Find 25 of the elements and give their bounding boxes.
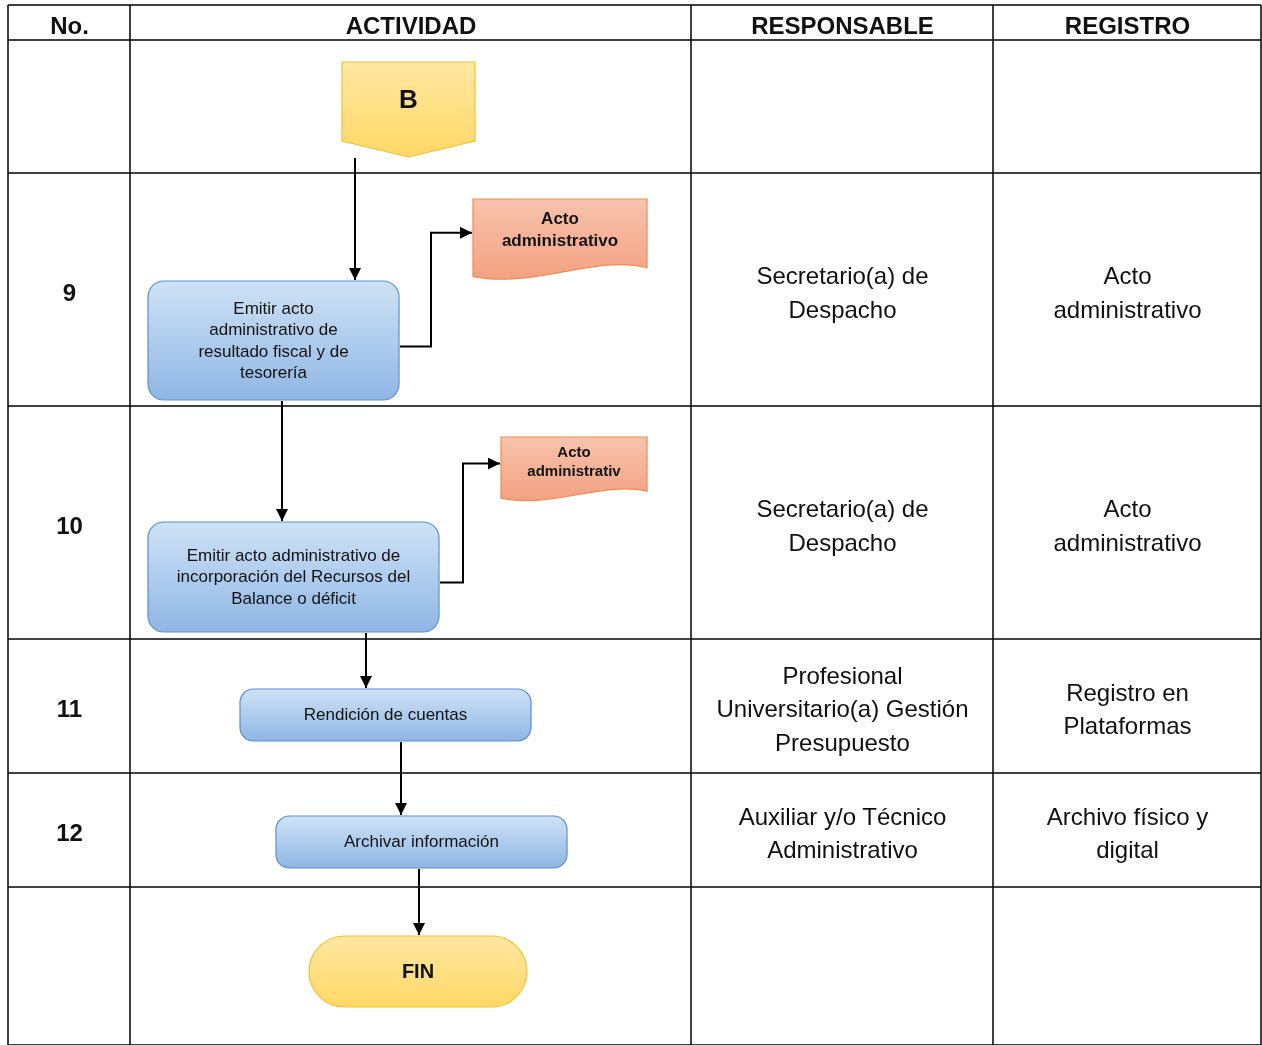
- step-number: 9: [62, 277, 77, 303]
- record-text: Registro en Plataformas: [1062, 677, 1193, 736]
- column-header: REGISTRO: [1064, 10, 1191, 36]
- step-number: 11: [56, 694, 83, 720]
- step-number: 10: [55, 510, 84, 536]
- record-text: Acto administrativo: [1052, 494, 1203, 553]
- process-box: Rendición de cuentas: [239, 688, 532, 742]
- arrow: [360, 632, 372, 689]
- arrow: [439, 457, 501, 584]
- responsible-text: Auxiliar y/o Técnico Administrativo: [738, 801, 947, 860]
- arrow: [413, 868, 425, 936]
- column-header: ACTIVIDAD: [345, 10, 477, 36]
- record-text: Acto administrativo: [1052, 261, 1203, 320]
- column-header: RESPONSABLE: [750, 10, 935, 36]
- column-header: No.: [49, 10, 90, 36]
- process-box: Archivar información: [275, 815, 568, 869]
- arrow: [395, 741, 407, 816]
- terminator: FIN: [308, 935, 528, 1008]
- process-box: Emitir acto administrativo de incorporación del Recursos del Balance o déficit: [147, 521, 440, 633]
- arrow: [276, 400, 288, 522]
- arrow: [349, 157, 361, 281]
- process-box: Emitir acto administrativo de resultado fiscal y de tesorería: [147, 280, 400, 401]
- arrow: [399, 226, 473, 348]
- step-number: 12: [55, 818, 84, 844]
- off-page-connector: B: [341, 61, 476, 158]
